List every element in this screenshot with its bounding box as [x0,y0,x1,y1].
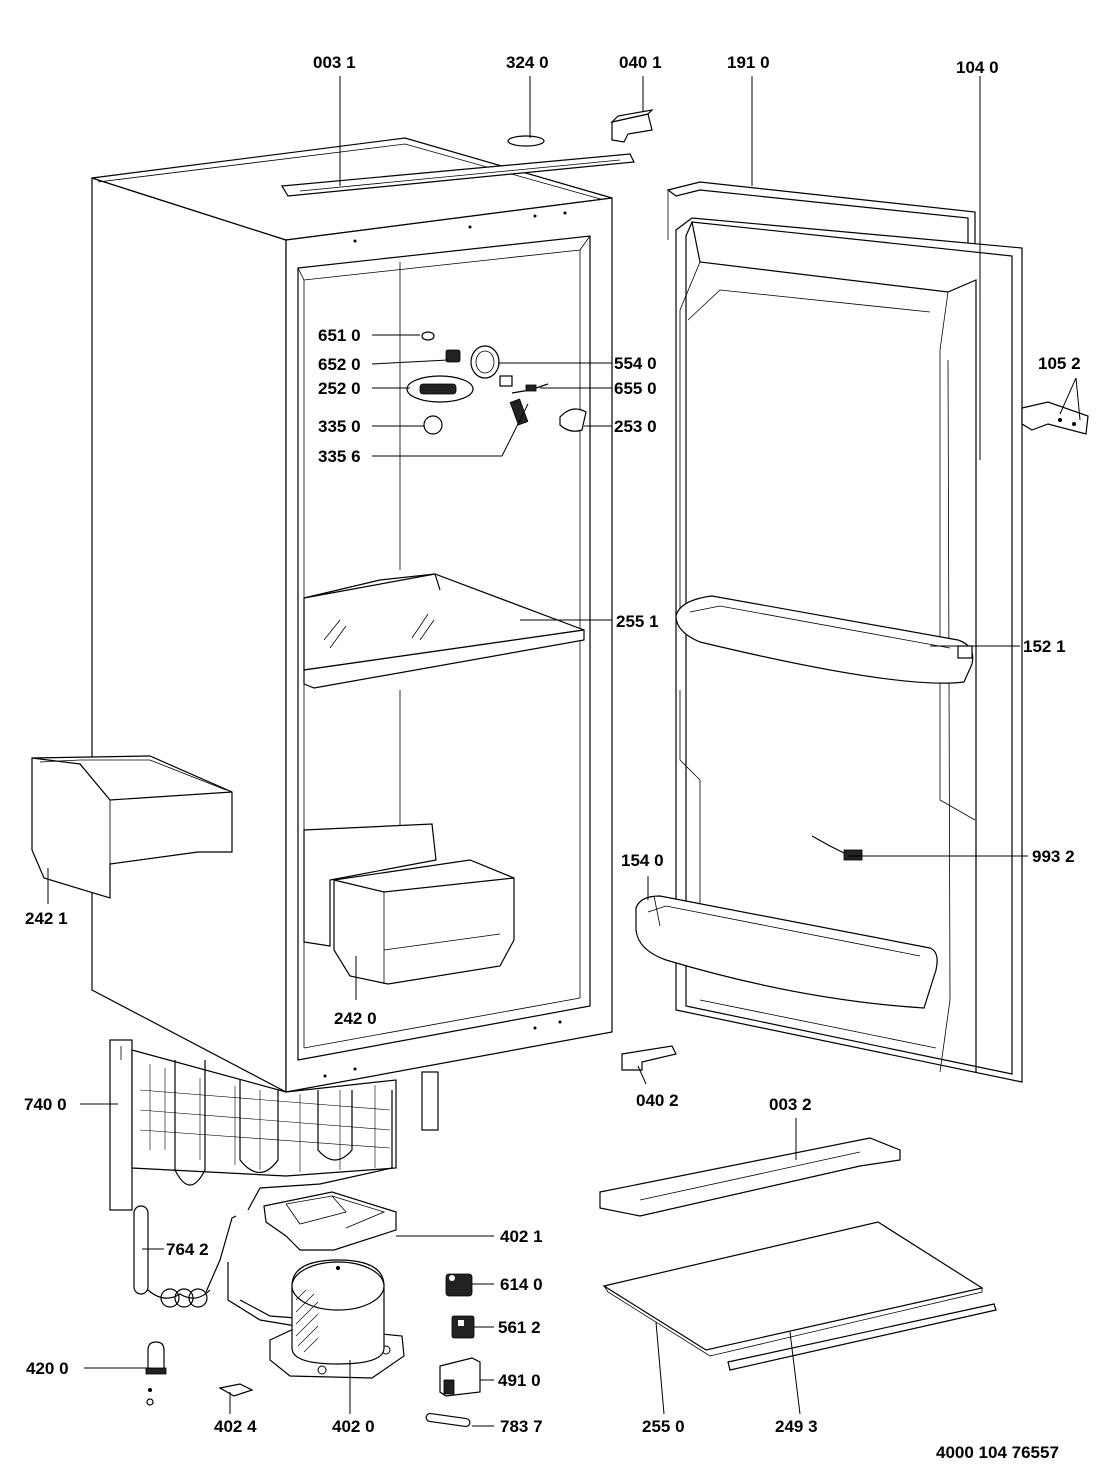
clip-part [218,1383,254,1397]
label-003-2: 003 2 [769,1095,812,1114]
electrical-parts [425,1273,481,1428]
label-242-1: 242 1 [25,909,68,928]
label-561-2: 561 2 [498,1318,541,1337]
label-614-0: 614 0 [500,1275,543,1294]
label-652-0: 652 0 [318,355,361,374]
compressor [269,1259,405,1379]
label-252-0: 252 0 [318,379,361,398]
label-003-1: 003 1 [313,53,356,72]
label-402-0: 402 0 [332,1417,375,1436]
label-255-0: 255 0 [642,1417,685,1436]
label-040-1: 040 1 [619,53,662,72]
crisper-box-center [303,823,515,985]
label-335-0: 335 0 [318,417,361,436]
leader-lines [47,76,1081,1427]
label-104-0: 104 0 [956,58,999,77]
label-651-0: 651 0 [318,326,361,345]
label-402-4: 402 4 [214,1417,257,1436]
document-number: 4000 104 76557 [936,1443,1059,1462]
label-040-2: 040 2 [636,1091,679,1110]
label-152-1: 152 1 [1023,637,1066,656]
label-105-2: 105 2 [1038,354,1081,373]
label-191-0: 191 0 [727,53,770,72]
capacitor [145,1341,167,1406]
hinge-right [1021,401,1089,435]
label-154-0: 154 0 [621,851,664,870]
label-335-6: 335 6 [318,447,361,466]
top-brackets [507,109,654,147]
label-324-0: 324 0 [506,53,549,72]
control-components [406,331,587,435]
label-253-0: 253 0 [614,417,657,436]
label-655-0: 655 0 [614,379,657,398]
glass-plate [602,1221,984,1357]
part-labels: 003 1 324 0 040 1 191 0 104 0 651 0 652 … [24,53,1081,1462]
tubing [133,1205,297,1327]
label-420-0: 420 0 [26,1359,69,1378]
trim-strip [727,1303,997,1371]
label-255-1: 255 1 [616,612,659,631]
label-491-0: 491 0 [498,1371,541,1390]
label-242-0: 242 0 [334,1009,377,1028]
lower-hinge [621,1045,677,1071]
sensor-part [811,835,863,861]
door-shelf-lower [635,895,938,1009]
label-249-3: 249 3 [775,1417,818,1436]
label-993-2: 993 2 [1032,847,1075,866]
label-783-7: 783 7 [500,1417,543,1436]
door-shelf-upper [675,595,974,684]
crisper-box-left [31,755,233,899]
label-764-2: 764 2 [166,1240,209,1259]
label-740-0: 740 0 [24,1095,67,1114]
glass-shelf-drawing [303,573,585,689]
compressor-bracket [263,1191,397,1251]
label-554-0: 554 0 [614,354,657,373]
label-402-1: 402 1 [500,1227,543,1246]
condenser-coil [109,1039,439,1211]
bottom-plate [599,1137,901,1217]
